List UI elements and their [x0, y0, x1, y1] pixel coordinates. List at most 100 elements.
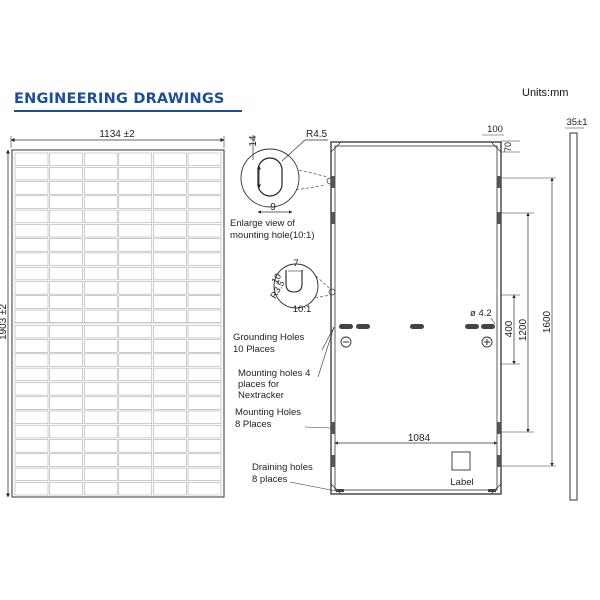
solar-cell: [83, 252, 118, 266]
solar-cell: [49, 467, 83, 481]
solar-cell: [187, 424, 222, 439]
solar-cell: [14, 325, 49, 339]
solar-cell: [153, 195, 187, 209]
solar-cell: [187, 453, 222, 467]
solar-cell: [187, 382, 222, 396]
solar-cell: [187, 467, 222, 481]
label-box: [451, 451, 471, 471]
solar-cell: [153, 353, 187, 367]
solar-cell: [83, 453, 118, 467]
solar-cell: [49, 152, 83, 166]
solar-cell: [14, 281, 49, 295]
back-frame-outer: [330, 141, 502, 495]
solar-cell: [153, 424, 187, 439]
back-view-dimensions: 400 1200 1600: [501, 177, 556, 467]
detail-caption-line2: mounting hole(10:1): [230, 230, 315, 241]
solar-cell: [187, 266, 222, 281]
solar-cell: [187, 325, 222, 339]
slot-detail-circle: [273, 263, 319, 309]
solar-cell: [49, 195, 83, 209]
solar-cell: [14, 152, 49, 166]
hole-height-label: 14: [248, 135, 259, 147]
side-view-frame: [569, 132, 578, 501]
solar-cell: [49, 238, 83, 252]
solar-cell: [187, 167, 222, 181]
detail-circle: [240, 148, 300, 208]
solar-cell: [118, 167, 153, 181]
solar-cell: [14, 209, 49, 224]
solar-cell: [187, 224, 222, 238]
hole-diameter-label: ø 4.2: [470, 308, 492, 319]
solar-cell: [118, 252, 153, 266]
solar-cell: [153, 410, 187, 424]
solar-cell: [118, 266, 153, 281]
solar-cell: [49, 266, 83, 281]
solar-cell: [153, 439, 187, 453]
solar-cell: [118, 439, 153, 453]
solar-cell: [187, 353, 222, 367]
solar-cell: [187, 439, 222, 453]
slot-width-label: 7: [293, 258, 298, 269]
solar-cell: [187, 339, 222, 353]
solar-cell: [49, 252, 83, 266]
solar-cell: [153, 482, 187, 496]
back-view-panel: 100 70 ø 4.2: [330, 124, 520, 495]
solar-cell: [153, 266, 187, 281]
solar-cell: [14, 266, 49, 281]
solar-cell: [49, 295, 83, 309]
solar-cell: [118, 238, 153, 252]
solar-cell: [187, 238, 222, 252]
positive-connector-icon: [481, 336, 493, 348]
solar-cell: [187, 252, 222, 266]
slot-hole-shape: [257, 157, 283, 197]
nextracker-callout-line2: places for: [238, 379, 279, 390]
dim-1200-label: 1200: [518, 318, 529, 341]
solar-cell: [187, 309, 222, 323]
hole-radius-label: R4.5: [306, 129, 328, 140]
slot-scale-label: 10:1: [293, 304, 312, 315]
mounting-callout-line1: Mounting Holes: [235, 407, 301, 418]
solar-cell: [49, 281, 83, 295]
solar-cell: [153, 167, 187, 181]
solar-cell: [118, 339, 153, 353]
solar-cell: [153, 367, 187, 382]
title-underline: [14, 110, 242, 112]
solar-cell: [118, 181, 153, 195]
dim-400-label: 400: [504, 320, 515, 337]
solar-cell: [49, 482, 83, 496]
solar-cell: [49, 382, 83, 396]
solar-cell: [118, 396, 153, 410]
back-corner-label: 70: [503, 142, 513, 152]
solar-cell: [49, 339, 83, 353]
solar-cell: [187, 396, 222, 410]
solar-cell: [14, 224, 49, 238]
solar-cell: [14, 238, 49, 252]
solar-cell: [49, 181, 83, 195]
solar-cell: [153, 467, 187, 481]
solar-cell: [83, 482, 118, 496]
solar-cell: [83, 309, 118, 323]
solar-cell: [187, 281, 222, 295]
dim-1084-label: 1084: [408, 433, 431, 444]
solar-cell: [187, 209, 222, 224]
solar-cell: [14, 396, 49, 410]
solar-cell: [83, 209, 118, 224]
solar-cell: [153, 339, 187, 353]
solar-cell: [118, 353, 153, 367]
solar-cell: [14, 252, 49, 266]
solar-cell: [83, 410, 118, 424]
mounting-callout-line2: 8 Places: [235, 419, 272, 430]
solar-cell: [153, 325, 187, 339]
center-slot-holes: [339, 324, 495, 329]
slot-detail: 7 R3.5 10 10:1: [268, 258, 336, 315]
solar-cell: [118, 309, 153, 323]
side-mounting-holes: [331, 176, 501, 467]
solar-cell: [118, 367, 153, 382]
solar-cell: [14, 353, 49, 367]
solar-cell: [118, 424, 153, 439]
slot-shape: [285, 270, 303, 293]
solar-cell: [153, 309, 187, 323]
side-thickness-label: 35±1: [566, 117, 587, 128]
solar-cell: [83, 195, 118, 209]
solar-cell: [118, 195, 153, 209]
